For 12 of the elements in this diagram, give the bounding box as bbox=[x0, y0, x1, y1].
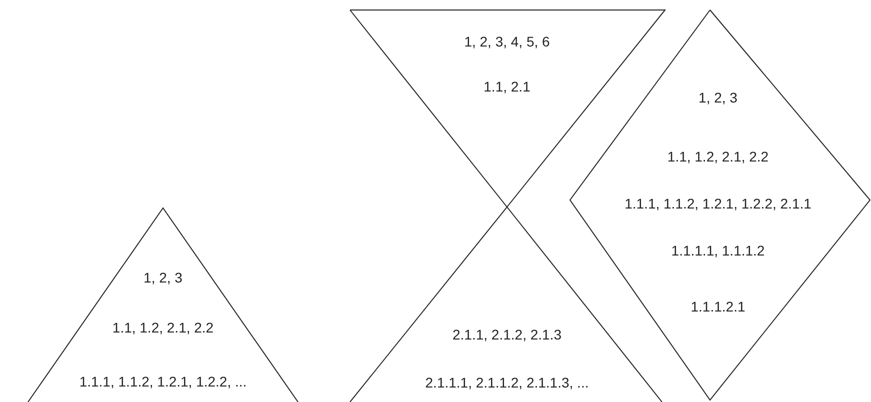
node-text: 1, 2, 3 bbox=[698, 90, 738, 106]
node-text: 2.1.1, 2.1.2, 2.1.3 bbox=[452, 326, 562, 344]
node-text: 1.1.1.1, 1.1.1.2 bbox=[671, 242, 765, 260]
node-text: 1.1.1, 1.1.2, 1.2.1, 1.2.2, ... bbox=[79, 374, 247, 390]
node-text: 1, 2, 3 bbox=[144, 270, 182, 286]
node-text: 1, 2, 3, 4, 5, 6 bbox=[464, 34, 550, 50]
node-text: 1.1.1.2.1 bbox=[690, 298, 746, 316]
node-text: 1.1.1, 1.1.2, 1.2.1, 1.2.2, 2.1.1 bbox=[624, 196, 812, 212]
node-text: 2.1.1.1, 2.1.1.2, 2.1.1.3, ... bbox=[425, 374, 589, 392]
node-text: 1.1, 1.2, 2.1, 2.2 bbox=[112, 320, 214, 336]
node-text: 1.1, 2.1 bbox=[484, 78, 530, 96]
node-text: 1.1, 1.2, 2.1, 2.2 bbox=[667, 148, 769, 166]
